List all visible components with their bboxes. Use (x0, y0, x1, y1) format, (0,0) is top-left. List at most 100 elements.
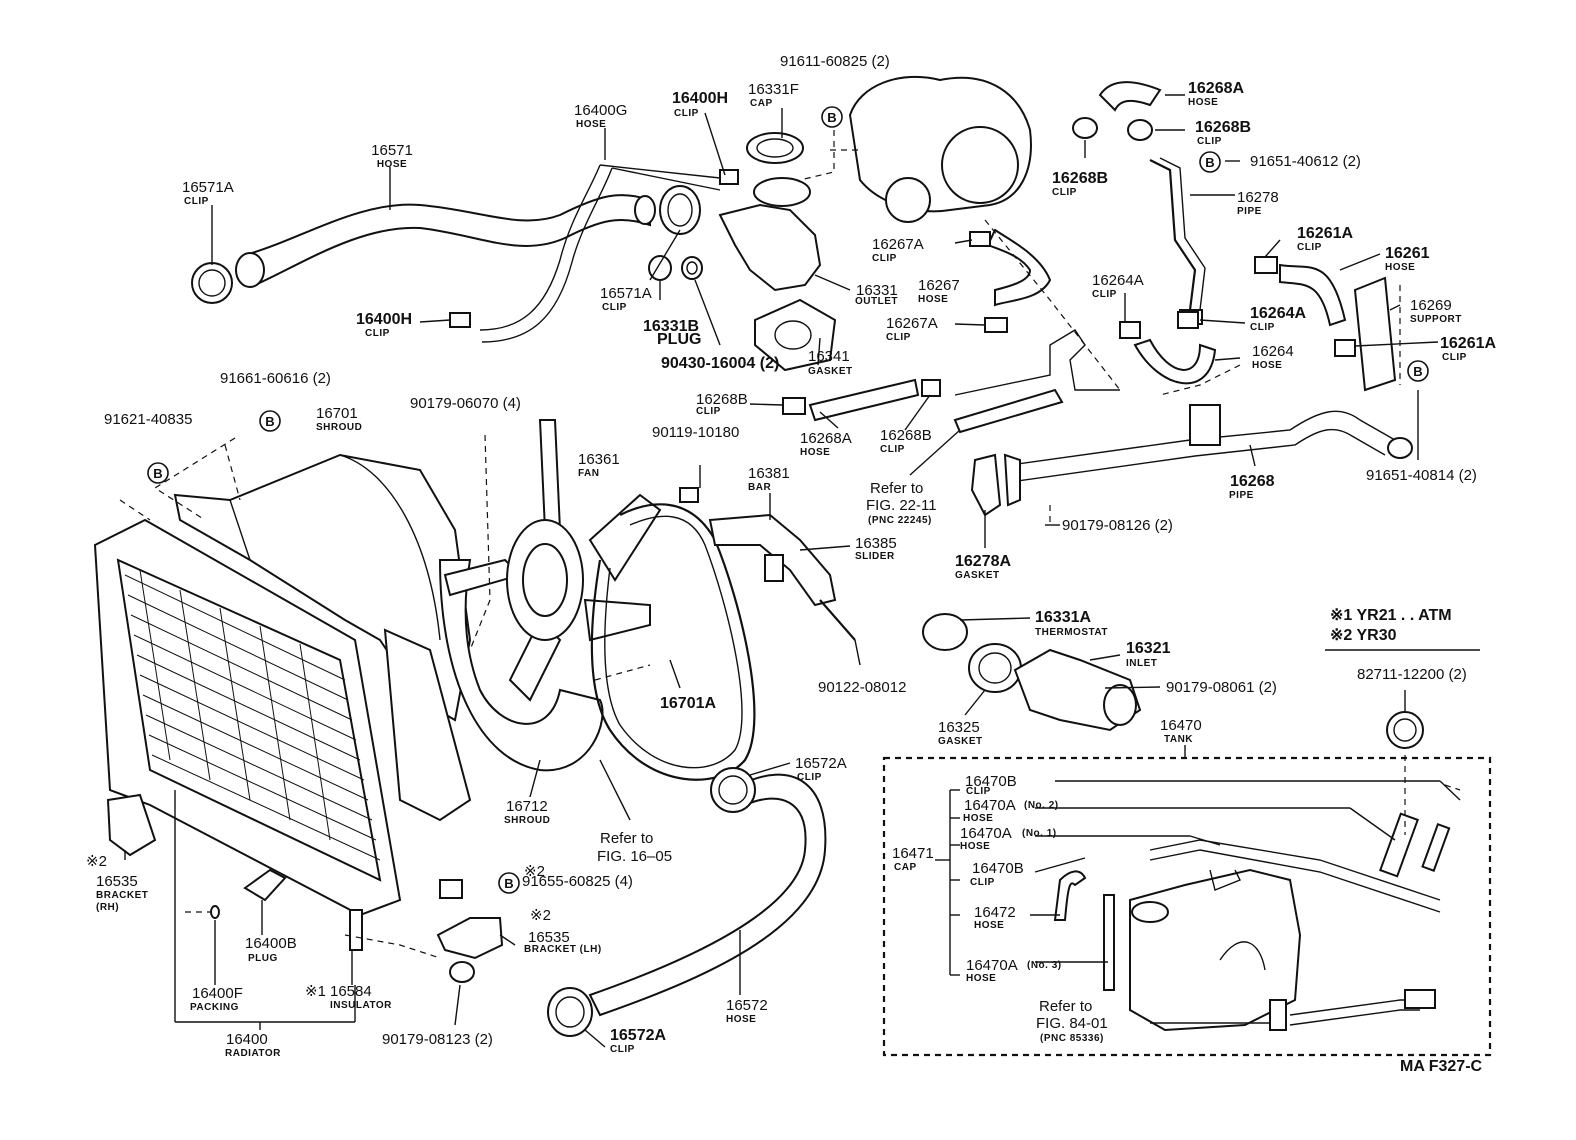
label-16472: 16472 HOSE (974, 904, 1016, 931)
label-16268B-mid2: 16268B CLIP (880, 427, 932, 455)
svg-text:16381: 16381 (748, 465, 790, 482)
fan-drawing (443, 419, 662, 702)
bracket-lh-drawing (436, 917, 504, 960)
label-16535-rh: ※2 16535 BRACKET (RH) (86, 853, 148, 913)
legend: ※1 YR21 . . ATM ※2 YR30 (1330, 607, 1452, 644)
figure-code: MA F327-C (1400, 1058, 1483, 1075)
svg-text:INSULATOR: INSULATOR (330, 1000, 392, 1011)
label-16261: 16261 HOSE (1385, 245, 1430, 273)
reference-fig-84-01: Refer to FIG. 84-01 (PNC 85336) (1036, 998, 1108, 1044)
svg-text:※2: ※2 (524, 863, 545, 880)
svg-text:90119-10180: 90119-10180 (652, 424, 739, 441)
label-16331: 16331 OUTLET (855, 282, 898, 307)
label-82711-12200: 82711-12200 (2) (1357, 666, 1467, 683)
pipe-16268-drawing (1009, 404, 1413, 483)
svg-text:91611-60825 (2): 91611-60825 (2) (780, 53, 890, 70)
hose-16572-drawing (547, 767, 827, 1037)
svg-text:16268B: 16268B (880, 427, 932, 444)
svg-text:16264: 16264 (1252, 343, 1294, 360)
svg-text:90430-16004 (2): 90430-16004 (2) (661, 355, 779, 372)
svg-text:16471: 16471 (892, 845, 934, 862)
svg-text:CLIP: CLIP (1052, 187, 1077, 198)
svg-text:Refer to: Refer to (600, 830, 653, 847)
svg-text:FIG. 84-01: FIG. 84-01 (1036, 1015, 1108, 1032)
svg-text:PIPE: PIPE (1237, 206, 1262, 217)
svg-text:GASKET: GASKET (808, 366, 853, 377)
svg-text:HOSE: HOSE (974, 920, 1004, 931)
label-16470: 16470 TANK (1160, 717, 1202, 745)
svg-text:Refer to: Refer to (870, 480, 923, 497)
svg-text:16361: 16361 (578, 451, 620, 468)
svg-text:16267: 16267 (918, 277, 960, 294)
svg-text:B: B (1205, 155, 1214, 170)
outlet-16331-drawing (648, 132, 837, 372)
svg-text:16261A: 16261A (1297, 225, 1353, 242)
reference-fig-16-05: Refer to FIG. 16–05 (597, 830, 672, 865)
label-16572A-low: 16572A CLIP (610, 1027, 666, 1055)
svg-text:HOSE: HOSE (918, 294, 948, 305)
svg-text:(RH): (RH) (96, 902, 119, 913)
svg-text:※1: ※1 (305, 983, 326, 1000)
svg-text:CLIP: CLIP (880, 444, 905, 455)
label-91661-60616: 91661-60616 (2) (220, 370, 331, 387)
label-16331A: 16331A THERMOSTAT (1035, 609, 1107, 638)
svg-text:16400H: 16400H (356, 311, 412, 328)
svg-text:B: B (265, 414, 274, 429)
svg-text:B: B (153, 466, 162, 481)
label-91651-40814: 91651-40814 (2) (1366, 467, 1477, 484)
svg-text:16278: 16278 (1237, 189, 1279, 206)
svg-text:16701A: 16701A (660, 695, 716, 712)
insulator-drawing (349, 909, 475, 983)
hose-16261-drawing (1254, 256, 1397, 392)
svg-text:CLIP: CLIP (184, 196, 209, 207)
svg-text:16400: 16400 (226, 1031, 268, 1048)
label-16268B-top: 16268B CLIP (1195, 119, 1251, 147)
plug-16400B-drawing (210, 868, 287, 919)
svg-text:CAP: CAP (894, 862, 917, 873)
svg-text:16701: 16701 (316, 405, 358, 422)
clip-16571A-top-drawing (191, 262, 233, 304)
clip-16571A-mid-drawing (659, 185, 701, 235)
label-16470A-no3: 16470A (No. 3) HOSE (966, 957, 1061, 984)
svg-text:HOSE: HOSE (1188, 97, 1218, 108)
svg-text:BRACKET: BRACKET (96, 890, 148, 901)
svg-text:90179-08123 (2): 90179-08123 (2) (382, 1031, 493, 1048)
svg-text:PACKING: PACKING (190, 1002, 239, 1013)
label-90122-08012: 90122-08012 (818, 679, 906, 696)
label-16331B: 16331B PLUG (643, 318, 701, 348)
label-16268A-mid: 16268A HOSE (800, 430, 852, 458)
svg-text:HOSE: HOSE (966, 973, 996, 984)
label-16470A-no2: 16470A (No. 2) HOSE (963, 797, 1058, 824)
svg-text:HOSE: HOSE (377, 159, 407, 170)
label-16712: 16712 SHROUD (504, 798, 550, 826)
label-16470B-top: 16470B CLIP (965, 773, 1017, 797)
svg-text:16470A: 16470A (966, 957, 1018, 974)
svg-text:HOSE: HOSE (963, 813, 993, 824)
label-16267A-top: 16267A CLIP (872, 236, 924, 264)
svg-text:HOSE: HOSE (960, 841, 990, 852)
svg-text:HOSE: HOSE (576, 119, 606, 130)
svg-text:16535: 16535 (96, 873, 138, 890)
svg-text:FAN: FAN (578, 468, 600, 479)
label-16331F: 16331F CAP (748, 81, 799, 109)
label-16261A-top: 16261A CLIP (1297, 225, 1353, 253)
svg-text:CLIP: CLIP (1092, 289, 1117, 300)
svg-text:16268B: 16268B (696, 391, 748, 408)
label-16269: 16269 SUPPORT (1410, 297, 1461, 325)
label-16470A-no1: 16470A (No. 1) HOSE (960, 825, 1056, 852)
label-90179-08123: 90179-08123 (2) (382, 1031, 493, 1048)
svg-text:RADIATOR: RADIATOR (225, 1048, 281, 1059)
svg-text:16400G: 16400G (574, 102, 627, 119)
svg-text:16400H: 16400H (672, 90, 728, 107)
svg-text:(PNC 22245): (PNC 22245) (868, 515, 932, 526)
label-16400G: 16400G HOSE (574, 102, 627, 130)
svg-text:91621-40835: 91621-40835 (104, 411, 192, 428)
label-16535-lh: ※2 16535 BRACKET (LH) (524, 907, 601, 955)
svg-text:16268B: 16268B (1052, 170, 1108, 187)
svg-text:PIPE: PIPE (1229, 490, 1254, 501)
label-16572A-top: 16572A CLIP (795, 755, 847, 783)
svg-text:16571A: 16571A (600, 285, 652, 302)
svg-text:GASKET: GASKET (938, 736, 983, 747)
engine-housing-drawing (848, 75, 1032, 223)
